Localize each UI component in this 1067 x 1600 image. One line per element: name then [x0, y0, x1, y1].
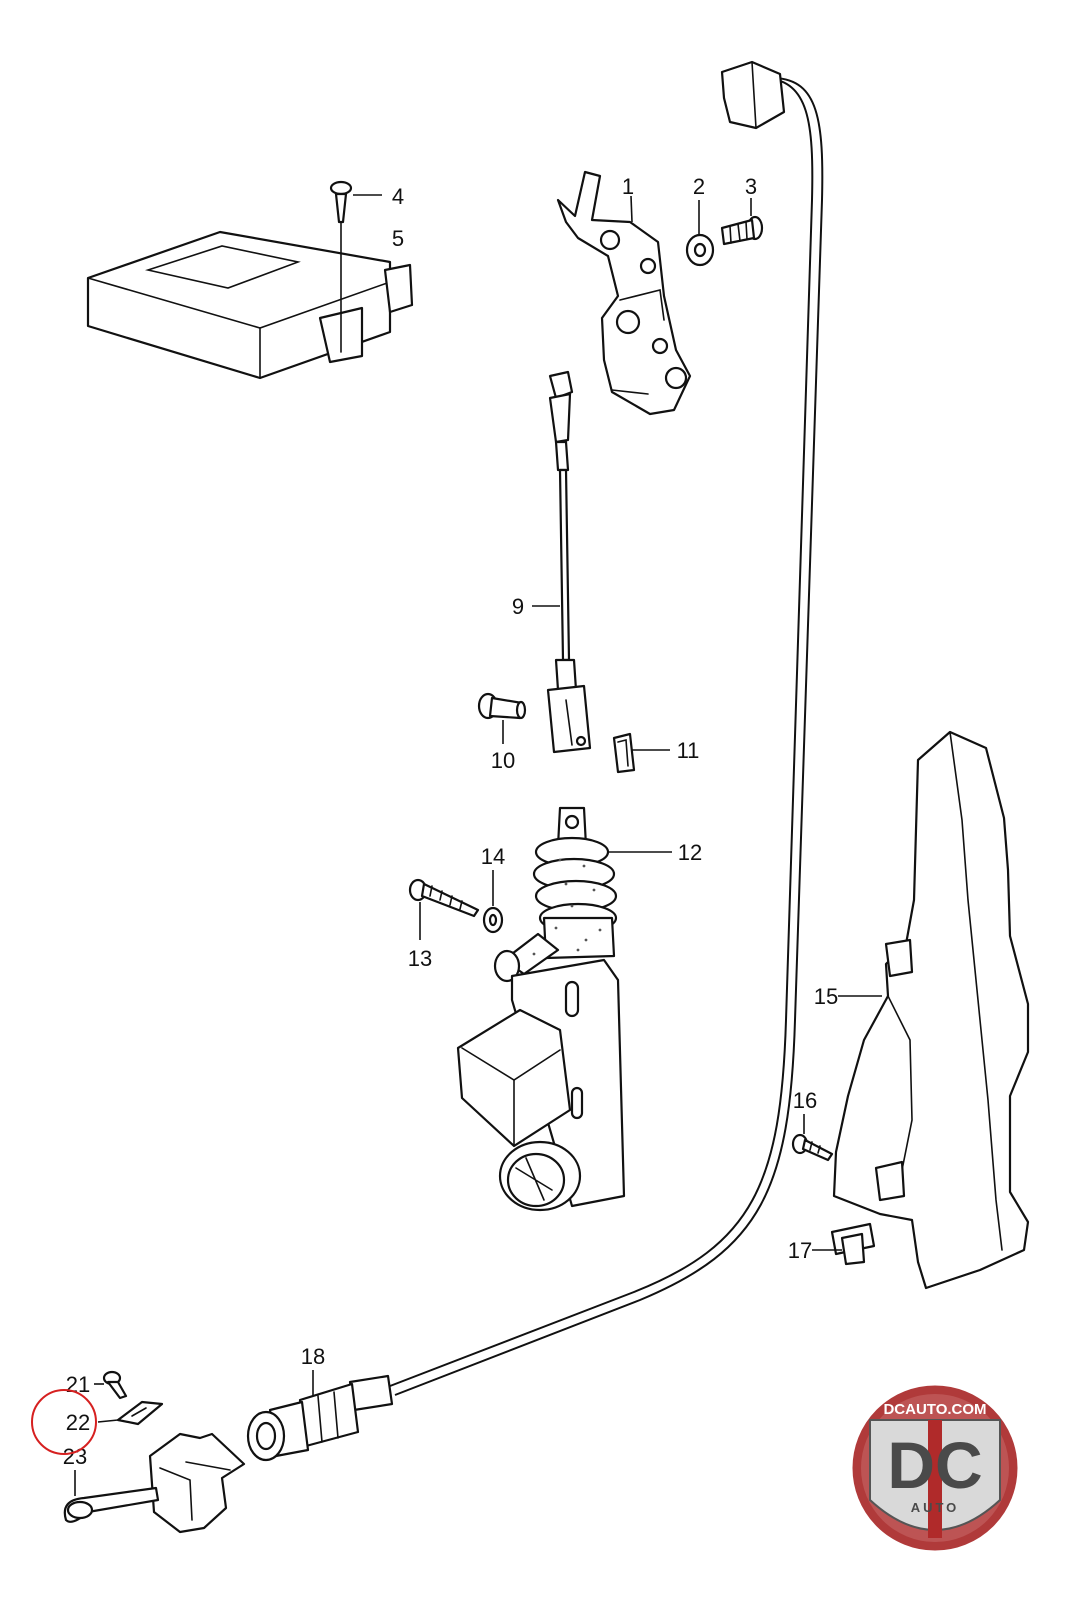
control-unit-5 [86, 230, 414, 380]
screw-16 [791, 1114, 834, 1162]
bracket-23 [63, 1432, 246, 1534]
door-lock-actuator-12 [456, 806, 672, 1212]
callout-1: 1 [622, 174, 634, 199]
callout-9: 9 [512, 594, 524, 619]
plate-22 [97, 1400, 164, 1426]
rod-9 [532, 370, 592, 754]
callout-15: 15 [814, 984, 838, 1009]
pin-10 [477, 692, 527, 744]
callout-18: 18 [301, 1344, 325, 1369]
callout-13: 13 [408, 946, 432, 971]
screw-3 [720, 198, 764, 246]
clip-11 [612, 732, 670, 774]
lock-latch-1 [556, 170, 692, 416]
callout-labels: 1 2 3 4 5 9 10 11 12 13 14 15 16 17 18 2… [63, 174, 838, 1469]
clip-nut-17 [812, 1222, 876, 1266]
callout-4: 4 [392, 184, 404, 209]
callout-16: 16 [793, 1088, 817, 1113]
logo-word-text: AUTO [911, 1500, 960, 1515]
callout-14: 14 [481, 844, 505, 869]
release-cable [389, 60, 824, 1396]
callout-17: 17 [788, 1238, 812, 1263]
highlight-circle [31, 1389, 97, 1455]
screw-21 [94, 1370, 128, 1400]
cable-end-18 [246, 1370, 394, 1462]
callout-22: 22 [66, 1410, 90, 1435]
callout-3: 3 [745, 174, 757, 199]
screw-4 [329, 180, 382, 353]
callout-11: 11 [677, 738, 700, 763]
callout-12: 12 [678, 840, 702, 865]
logo-mark-text: DC [887, 1428, 982, 1502]
callout-10: 10 [491, 748, 515, 773]
callout-5: 5 [392, 226, 404, 251]
screw-13 [408, 878, 480, 940]
washer-14 [482, 870, 504, 934]
cover-panel-15 [832, 730, 1030, 1290]
logo-site-text: DCAUTO.COM [883, 1401, 986, 1418]
washer-2 [685, 200, 715, 267]
callout-2: 2 [693, 174, 705, 199]
dcauto-logo: DCAUTO.COM DC AUTO [849, 1382, 1021, 1554]
